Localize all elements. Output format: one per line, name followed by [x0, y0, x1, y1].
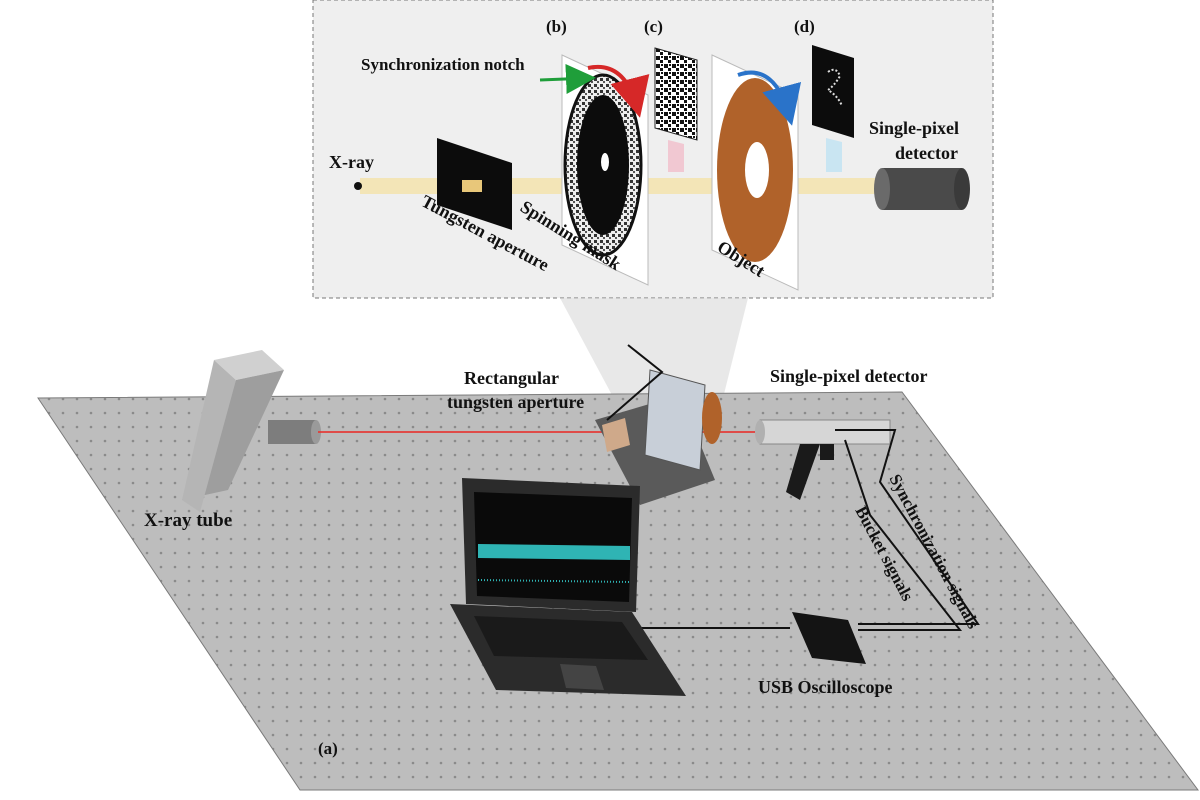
- stage-cable: [606, 344, 664, 421]
- label-c: (c): [644, 17, 663, 36]
- inset-detector-body: [882, 168, 962, 210]
- stage-object-disk: [702, 392, 722, 444]
- bucket-signal-cable: [844, 439, 963, 631]
- label-d: (d): [794, 17, 815, 36]
- label-b: (b): [546, 17, 567, 36]
- inset-connector: [560, 298, 748, 410]
- aperture-slit: [462, 180, 482, 192]
- sync-notch-arrow: [539, 63, 596, 94]
- projection-cone-d: [826, 138, 842, 172]
- reconstruction-d-glyphs: [826, 68, 843, 107]
- screen-signal-trace: [478, 544, 630, 560]
- xray-tube-side: [182, 360, 236, 512]
- projection-cone-c: [668, 140, 684, 172]
- mask-pattern-c: [654, 47, 698, 141]
- label-sync-notch: Synchronization notch: [361, 55, 525, 74]
- setup-scene: Rectangular tungsten aperture Single-pix…: [37, 344, 1199, 791]
- label-xray: X-ray: [329, 152, 374, 172]
- screen-noise-floor: [477, 579, 631, 583]
- inset-detector-back: [954, 168, 970, 210]
- setup-detector-mount: [786, 444, 820, 500]
- label-panel-a: (a): [318, 739, 338, 758]
- inset-frame: [312, 0, 994, 299]
- xray-tube-port: [268, 420, 316, 444]
- label-detector-line2: detector: [895, 143, 958, 163]
- reconstruction-d: [812, 45, 854, 138]
- laptop-keyboard: [474, 616, 648, 660]
- label-detector-line1: Single-pixel: [869, 118, 959, 138]
- object-rotation-arrow: [737, 70, 802, 126]
- stage-plate: [644, 369, 706, 471]
- sync-signal-cable: [835, 429, 980, 625]
- usb-oscilloscope: [792, 612, 866, 664]
- laptop-touchpad: [560, 664, 604, 690]
- label-rect-aperture-line2: tungsten aperture: [447, 392, 584, 412]
- setup-detector-body: [759, 419, 891, 445]
- xray-tube-top: [214, 350, 284, 380]
- aperture-block: [602, 418, 630, 452]
- inset-panel: (b) (c) (d) Synchronization notch X-ray …: [312, 0, 994, 299]
- spinning-mask-hole: [601, 153, 609, 171]
- label-rect-aperture-line1: Rectangular: [464, 368, 559, 388]
- label-xray-tube: X-ray tube: [144, 510, 232, 531]
- object-hole: [745, 142, 769, 198]
- inset-detector-face: [874, 168, 890, 210]
- label-usb-oscilloscope: USB Oscilloscope: [758, 677, 893, 697]
- setup-detector-face: [755, 420, 765, 444]
- xray-tube-port-face: [311, 420, 321, 444]
- setup-detector-post: [820, 444, 834, 460]
- xray-source-dot: [354, 182, 362, 190]
- label-single-pixel-detector: Single-pixel detector: [770, 366, 927, 386]
